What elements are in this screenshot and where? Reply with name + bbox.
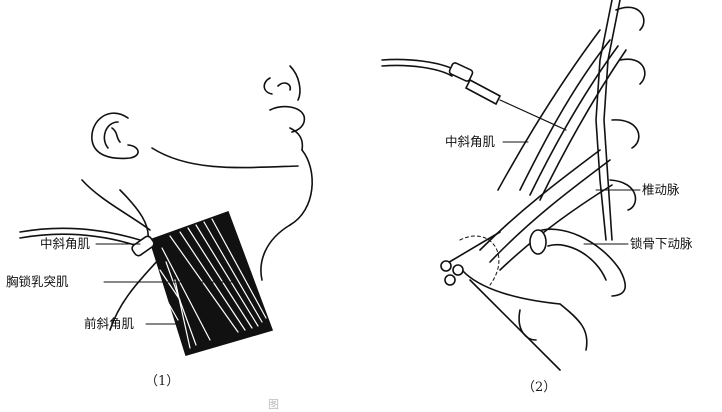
label-anterior-scalene: 前斜角肌: [84, 316, 135, 331]
panel1-head-outline: [19, 65, 313, 331]
bottom-caption-fragment: 图: [268, 398, 279, 411]
panel1-muscle-block: [149, 210, 274, 356]
label-middle-scalene-2: 中斜角肌: [445, 134, 496, 149]
label-sternocleidomastoid: 胸锁乳突肌: [6, 274, 69, 289]
caption-panel-1: （1）: [145, 374, 180, 389]
caption-panel-2: （2）: [522, 380, 557, 395]
label-vertebral-artery: 椎动脉: [642, 182, 680, 197]
label-subclavian-artery: 锁骨下动脉: [630, 236, 693, 251]
label-middle-scalene-1: 中斜角肌: [40, 236, 91, 251]
panel2-outline: [381, 0, 646, 371]
